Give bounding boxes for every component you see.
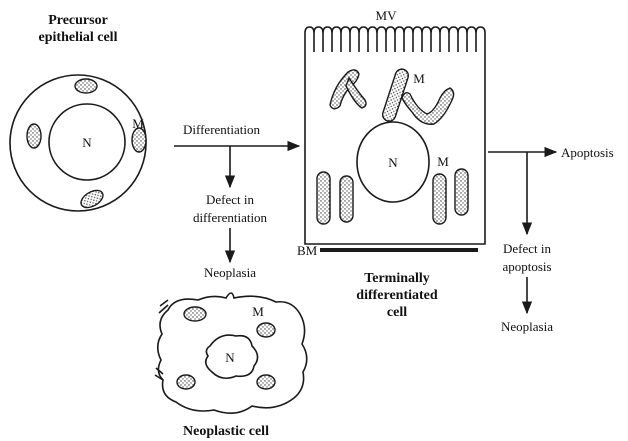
terminal-cell: MV BM N M M Terminally differentiated ce… <box>297 8 485 320</box>
precursor-nucleus-label: N <box>82 135 92 150</box>
precursor-mitochondrion <box>75 79 97 93</box>
defect-differentiation-line1: Defect in <box>206 192 255 207</box>
precursor-mitochondrion-label: M <box>132 116 144 131</box>
defect-apoptosis-line1: Defect in <box>503 241 552 256</box>
neoplastic-mitochondrion <box>257 375 275 389</box>
precursor-title-line1: Precursor <box>48 13 108 28</box>
precursor-cell: Precursor epithelial cell N M <box>10 13 146 211</box>
terminal-title-line1: Terminally <box>364 271 430 286</box>
terminal-mitochondrion <box>317 172 330 224</box>
terminal-title-line3: cell <box>387 305 407 320</box>
terminal-title-line2: differentiated <box>356 288 438 303</box>
neoplastic-title: Neoplastic cell <box>183 424 269 439</box>
terminal-mitochondrion <box>340 176 353 222</box>
terminal-mitochondrion <box>433 174 446 224</box>
differentiation-arrow: Differentiation Defect in differentiatio… <box>174 122 299 280</box>
terminal-nucleus-label: N <box>388 155 398 170</box>
neoplasia-left-label: Neoplasia <box>204 265 256 280</box>
neoplastic-mitochondrion-label: M <box>252 304 264 319</box>
apoptosis-label: Apoptosis <box>561 145 614 160</box>
neoplasia-right-label: Neoplasia <box>501 319 553 334</box>
neoplastic-mitochondrion <box>177 375 195 389</box>
defect-differentiation-line2: differentiation <box>193 210 268 225</box>
precursor-mitochondrion <box>27 124 41 148</box>
neoplastic-mitochondrion <box>257 323 275 337</box>
terminal-mitochondrion <box>346 78 366 108</box>
terminal-mitochondrion-label-top: M <box>413 71 425 86</box>
microvilli <box>305 27 485 52</box>
apoptosis-branch: Apoptosis Defect in apoptosis Neoplasia <box>488 145 614 334</box>
precursor-mitochondrion <box>132 128 146 152</box>
precursor-title-line2: epithelial cell <box>39 30 118 45</box>
neoplastic-nucleus-label: N <box>225 350 235 365</box>
basement-membrane-label: BM <box>297 243 318 258</box>
neoplastic-cell: N M Neoplastic cell <box>155 293 307 439</box>
terminal-mitochondrion <box>402 88 454 124</box>
terminal-mitochondrion-label-bottom: M <box>437 154 449 169</box>
differentiation-label: Differentiation <box>183 122 261 137</box>
neoplastic-mitochondrion <box>184 307 206 321</box>
terminal-mitochondrion <box>455 169 468 215</box>
microvilli-label: MV <box>376 8 398 23</box>
defect-apoptosis-line2: apoptosis <box>502 259 551 274</box>
